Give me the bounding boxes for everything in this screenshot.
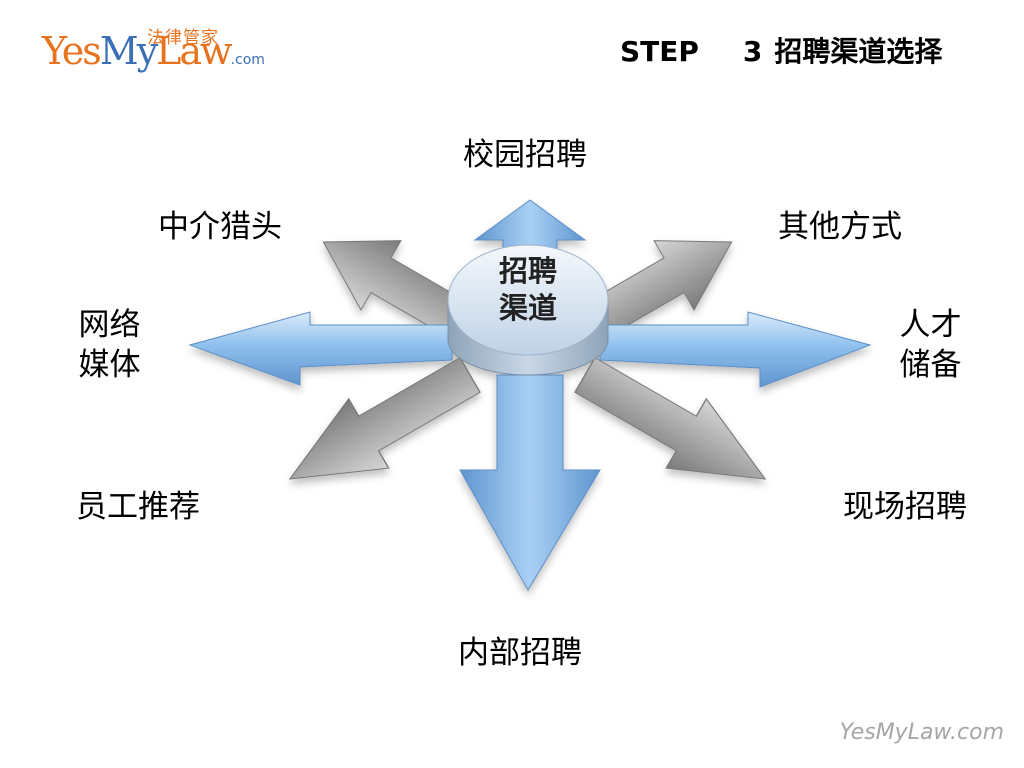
arrow-left: [188, 311, 453, 386]
arrow-down: [459, 374, 601, 591]
logo-wordmark: YesMyLaw.com: [42, 32, 265, 70]
title-text: 招聘渠道选择: [774, 35, 943, 68]
logo-domain: .com: [230, 52, 265, 68]
logo-yes: Yes: [42, 29, 102, 73]
label-talent-pool: 人才 储备: [893, 305, 968, 385]
hub-label-line2: 渠道: [498, 291, 557, 325]
arrow-right: [599, 311, 872, 388]
label-talent-pool-line1: 人才: [899, 307, 962, 343]
hub-label-line1: 招聘: [498, 254, 557, 288]
yesmylaw-logo: 法律管家 YesMyLaw.com: [40, 20, 265, 80]
logo-chinese-text: 法律管家: [147, 28, 219, 48]
hub-cylinder: [447, 244, 609, 376]
label-campus-recruitment: 校园招聘: [463, 137, 587, 173]
hub-label: 招聘 渠道: [476, 253, 580, 327]
logo-law: Law: [156, 29, 232, 73]
label-online-media-line1: 网络: [78, 307, 141, 343]
label-employee-referral: 员工推荐: [76, 489, 200, 525]
label-onsite-recruitment: 现场招聘: [843, 489, 967, 525]
label-talent-pool-line2: 储备: [899, 347, 962, 383]
logo-my: My: [99, 29, 158, 73]
label-online-media: 网络 媒体: [72, 305, 147, 385]
label-agency-headhunter: 中介猎头: [158, 209, 282, 245]
step-number: 3: [742, 35, 763, 68]
slide-title: STEP 3 招聘渠道选择: [620, 30, 1000, 70]
watermark: YesMyLaw.com: [839, 720, 1004, 745]
step-label: STEP: [620, 35, 699, 68]
label-internal-recruitment: 内部招聘: [458, 635, 582, 671]
label-other-methods: 其他方式: [778, 209, 902, 245]
label-online-media-line2: 媒体: [78, 347, 141, 383]
